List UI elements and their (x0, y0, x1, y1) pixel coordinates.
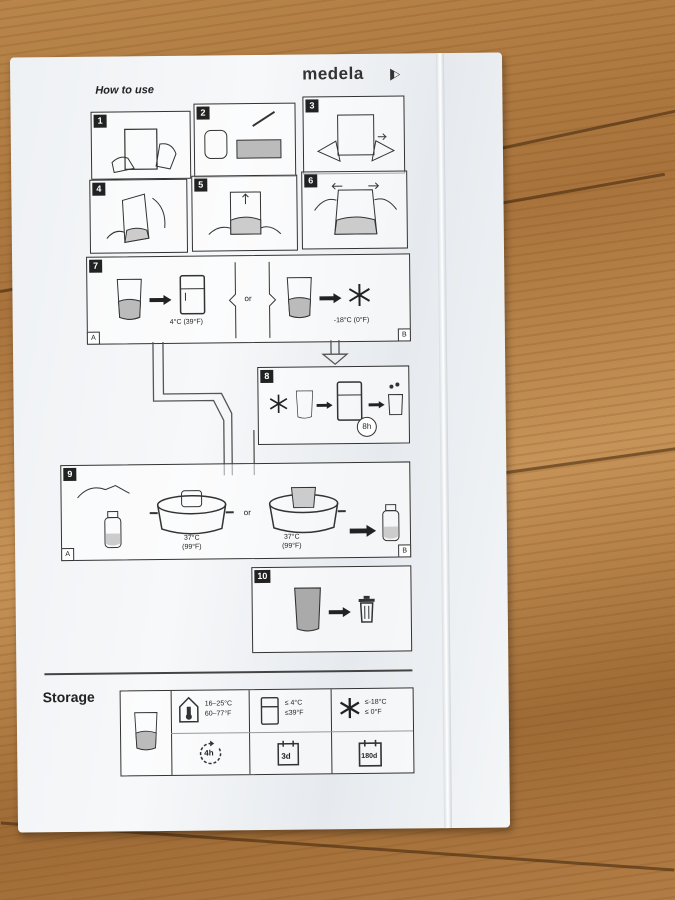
calendar-icon (277, 740, 300, 766)
arrow-icon (149, 295, 172, 306)
freezer-temp-fahrenheit: ≤ 0°F (364, 708, 382, 716)
thaw-hours: 8h (356, 416, 377, 437)
step-3-panel: 3 (302, 95, 406, 175)
storage-table: 16–25°C 60–77°F 4h ≤ 4°C ≤39°F 3d ≤-18°C… (119, 687, 415, 777)
freezer-temp-celsius: ≤-18°C (364, 698, 387, 706)
step-9-panel: 9 37°C (99°F) or 37°C (99°F) (60, 461, 412, 562)
fridge-temp-celsius: ≤ 4°C (284, 699, 303, 707)
snowflake-icon (269, 394, 288, 413)
flow-lines (152, 340, 349, 476)
bag-icon (294, 587, 321, 632)
calendar-icon (358, 739, 382, 767)
storage-title: Storage (42, 688, 95, 706)
storage-row-sep (171, 730, 414, 734)
step-number: 8 (260, 369, 274, 383)
breastmilk-storage-bag: How to use medela 1 2 3 4 (9, 52, 511, 833)
step-6-panel: 6 (301, 170, 408, 250)
trash-icon (358, 595, 375, 623)
water-temp-b-f: (99°F) (282, 542, 302, 550)
water-temp-a: 37°C (183, 534, 200, 542)
floor-seam (481, 109, 675, 154)
step-number: 10 (254, 569, 271, 584)
step-2-panel: 2 (193, 102, 297, 178)
snowflake-icon (348, 283, 371, 306)
bag-icon (106, 193, 166, 244)
bag-icon (314, 182, 397, 235)
pot-icon (268, 486, 346, 534)
step-8-panel: 8 8h (257, 365, 411, 446)
room-temp-fahrenheit: 60–77°F (204, 710, 232, 718)
fridge-icon (179, 274, 206, 315)
step-4-panel: 4 (89, 178, 189, 254)
room-temp-celsius: 16–25°C (204, 700, 233, 708)
water-temp-b: 37°C (283, 533, 300, 541)
arrow-icon (368, 401, 385, 409)
fridge-temp-fahrenheit: ≤39°F (284, 709, 304, 717)
step-10-panel: 10 (251, 565, 413, 654)
option-a-label: A (61, 547, 75, 562)
bag-icon (134, 712, 158, 751)
bag-icon (208, 191, 282, 235)
option-b-label: B (398, 544, 412, 558)
arrow-icon (349, 524, 377, 537)
step-5-panel: 5 (191, 174, 298, 252)
arrow-icon (319, 293, 342, 304)
step-1-panel: 1 (90, 110, 192, 180)
clock-icon (199, 740, 222, 765)
room-time: 4h (204, 748, 214, 758)
or-label: or (243, 508, 251, 518)
hand-icon (77, 484, 130, 499)
arrow-icon (316, 401, 333, 409)
water-temp-a-f: (99°F) (182, 543, 202, 551)
hand-icon (111, 128, 177, 174)
freezer-time: 180d (361, 752, 378, 760)
thermometer-house-icon (179, 696, 199, 723)
fridge-icon (260, 696, 279, 725)
floor-seam (490, 446, 675, 477)
bag-icon (286, 276, 312, 319)
bottle-icon (382, 504, 400, 542)
bottle-icon (104, 510, 122, 549)
bag-icon (316, 114, 396, 162)
snowflake-icon (339, 697, 360, 719)
bag-icon (387, 382, 404, 416)
bag-icon (295, 390, 313, 419)
bag-icon (204, 110, 282, 159)
arrow-icon (328, 607, 351, 618)
bag-icon (116, 278, 142, 320)
fridge-icon (336, 381, 363, 421)
medela-logo-icon (390, 68, 401, 81)
step-7-panel: 7 4°C (39°F) or -18°C (0°F) A (86, 253, 411, 345)
fridge-time: 3d (281, 751, 291, 761)
divider-brace (228, 261, 277, 339)
pot-icon (149, 490, 234, 535)
